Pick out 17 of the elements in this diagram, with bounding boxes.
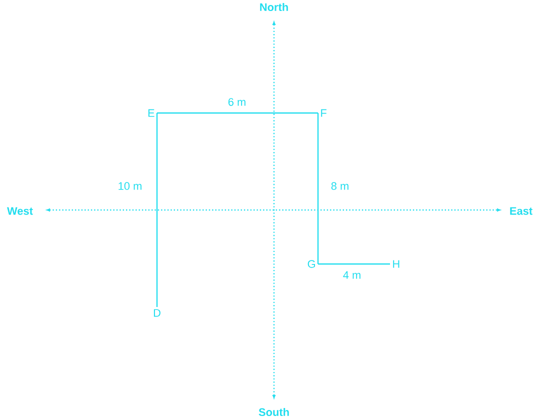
point-label: D <box>154 309 160 317</box>
distance-label: 8 m <box>331 182 348 190</box>
point-label: E <box>148 109 154 117</box>
path-line <box>156 113 158 307</box>
distance-label: 10 m <box>118 182 142 190</box>
distance-label: 6 m <box>228 98 246 106</box>
point-label: G <box>308 260 315 268</box>
direction-label: East <box>510 207 532 215</box>
path-line <box>317 113 319 264</box>
point-label: H <box>393 260 400 268</box>
direction-label: West <box>7 207 33 215</box>
direction-label: North <box>260 2 288 12</box>
direction-label: South <box>258 408 289 416</box>
point-label: F <box>321 109 326 117</box>
path-line <box>318 263 390 265</box>
path-line <box>157 112 318 114</box>
distance-label: 4 m <box>343 271 360 279</box>
